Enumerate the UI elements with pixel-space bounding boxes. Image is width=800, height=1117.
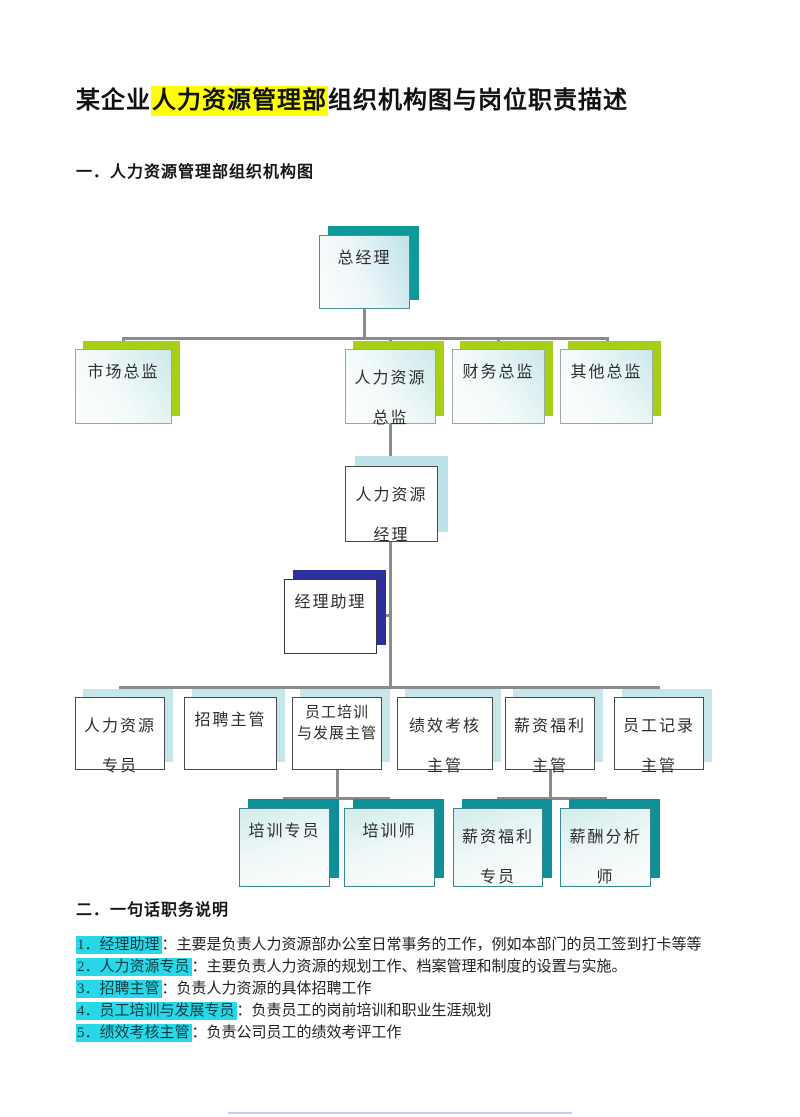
org-box-finance-director: 财务总监	[452, 349, 545, 424]
connector-line	[387, 797, 390, 808]
title-highlighted-text: 人力资源管理部	[151, 86, 328, 116]
connector-line	[336, 770, 339, 800]
connector-line	[549, 770, 552, 800]
duty-desc: ：主要是负责人力资源部办公室日常事务的工作，例如本部门的员工签到打卡等等	[161, 937, 702, 953]
duty-desc: ：主要负责人力资源的规划工作、档案管理和制度的设置与实施。	[191, 959, 627, 975]
org-box-hr-specialist: 人力资源 专员	[75, 697, 165, 775]
org-box-compensation-benefits-supervisor: 薪资福利 主管	[505, 697, 595, 775]
connector-line	[389, 542, 392, 689]
title-prefix: 某企业	[76, 88, 151, 114]
connector-line	[657, 686, 660, 697]
org-box-training-specialist: 培训专员	[239, 808, 330, 887]
duty-item-5: 5．绩效考核主管：负责公司员工的绩效考评工作	[76, 1022, 702, 1044]
org-box-trainer: 培训师	[344, 808, 435, 887]
duty-item-4: 4．员工培训与发展专员：负责员工的岗前培训和职业生涯规划	[76, 1000, 702, 1022]
duty-item-1: 1．经理助理：主要是负责人力资源部办公室日常事务的工作，例如本部门的员工签到打卡…	[76, 934, 702, 956]
org-box-compensation-analyst: 薪酬分析 师	[560, 808, 651, 887]
connector-line	[497, 797, 500, 808]
connector-line	[389, 337, 392, 349]
section-2-heading: 二．一句话职务说明	[76, 902, 230, 919]
duty-label-highlight: 4．员工培训与发展专员	[76, 1002, 237, 1020]
connector-line	[122, 337, 125, 349]
org-box-compensation-benefits-specialist: 薪资福利 专员	[453, 808, 543, 887]
org-box-marketing-director: 市场总监	[75, 349, 172, 424]
connector-line	[389, 424, 392, 466]
connector-line	[229, 686, 232, 697]
connector-line	[604, 797, 607, 808]
page-title: 某企业人力资源管理部组织机构图与岗位职责描述	[76, 80, 628, 116]
page-bottom-rule	[228, 1112, 572, 1114]
connector-line	[363, 309, 366, 337]
connector-line	[283, 797, 390, 800]
org-box-hr-director: 人力资源 总监	[345, 349, 436, 427]
connector-line	[377, 614, 390, 617]
duty-label-highlight: 1．经理助理	[76, 936, 162, 954]
org-box-performance-appraisal-supervisor: 绩效考核 主管	[397, 697, 493, 775]
title-suffix: 组织机构图与岗位职责描述	[328, 88, 628, 114]
duties-list: 1．经理助理：主要是负责人力资源部办公室日常事务的工作，例如本部门的员工签到打卡…	[76, 934, 702, 1044]
org-box-recruitment-supervisor: 招聘主管	[184, 697, 277, 770]
connector-line	[119, 686, 660, 689]
org-box-training-development-supervisor: 员工培训 与发展主管	[292, 697, 382, 770]
section-1-heading: 一．人力资源管理部组织机构图	[76, 164, 315, 181]
duty-label-highlight: 2．人力资源专员	[76, 958, 192, 976]
connector-line	[119, 686, 122, 697]
connector-line	[336, 686, 339, 697]
connector-line	[122, 337, 609, 340]
duty-label-highlight: 3．招聘主管	[76, 980, 162, 998]
duty-label-highlight: 5．绩效考核主管	[76, 1024, 192, 1042]
org-box-other-directors: 其他总监	[560, 349, 653, 424]
connector-line	[606, 337, 609, 349]
connector-line	[549, 686, 552, 697]
org-box-employee-records-supervisor: 员工记录 主管	[614, 697, 704, 775]
connector-line	[497, 337, 500, 349]
duty-desc: ：负责人力资源的具体招聘工作	[161, 981, 372, 997]
org-box-general-manager: 总经理	[319, 235, 410, 309]
duty-item-2: 2．人力资源专员：主要负责人力资源的规划工作、档案管理和制度的设置与实施。	[76, 956, 702, 978]
duty-desc: ：负责公司员工的绩效考评工作	[191, 1025, 402, 1041]
connector-line	[283, 797, 286, 808]
duty-item-3: 3．招聘主管：负责人力资源的具体招聘工作	[76, 978, 702, 1000]
org-box-manager-assistant: 经理助理	[284, 579, 377, 654]
connector-line	[443, 686, 446, 697]
duty-desc: ：负责员工的岗前培训和职业生涯规划	[236, 1003, 492, 1019]
org-box-hr-manager: 人力资源 经理	[345, 466, 438, 544]
connector-line	[497, 797, 607, 800]
